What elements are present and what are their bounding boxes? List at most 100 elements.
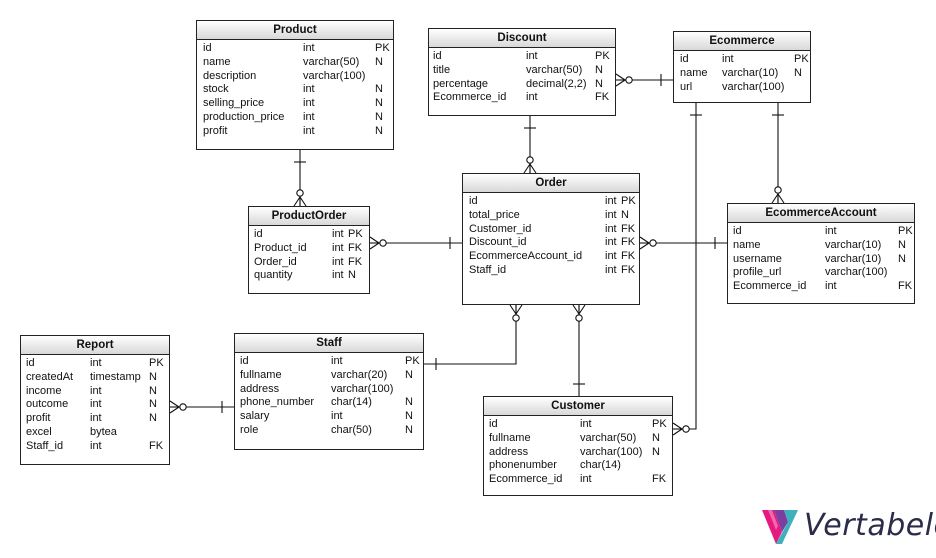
column-name: id (469, 195, 478, 207)
column-type: int (332, 228, 344, 240)
column-flag: N (149, 384, 157, 397)
column-type: int (90, 412, 102, 425)
column-row: id int PK (249, 228, 369, 242)
entity-title: Report (21, 336, 169, 355)
column-name: username (733, 252, 782, 265)
column-name: id (489, 418, 498, 430)
column-name: id (254, 228, 263, 240)
column-type: varchar(50) (526, 63, 583, 76)
column-flag: N (405, 423, 413, 436)
column-flag: PK (652, 418, 667, 430)
column-flag: N (621, 208, 629, 221)
column-type: int (605, 236, 617, 249)
column-row: phonenumber char(14) (484, 459, 672, 473)
entity-title: Ecommerce (674, 32, 810, 51)
column-type: bytea (90, 425, 117, 438)
column-name: income (26, 384, 62, 397)
column-name: id (203, 42, 212, 54)
column-flag: N (149, 398, 157, 411)
column-flag: N (898, 238, 906, 251)
column-row: Discount_id int FK (463, 236, 639, 250)
column-name: role (240, 423, 259, 436)
column-flag: N (595, 77, 603, 90)
column-flag: PK (348, 228, 363, 240)
column-flag: N (405, 368, 413, 381)
column-name: EcommerceAccount_id (469, 250, 583, 263)
column-type: int (303, 110, 315, 123)
column-name: name (203, 55, 231, 68)
entity-title: ProductOrder (249, 207, 369, 226)
entity-title: Order (463, 174, 639, 193)
column-flag: FK (595, 91, 610, 104)
column-name: id (26, 357, 35, 369)
column-flag: FK (621, 250, 636, 263)
column-flag: N (375, 97, 383, 110)
column-type: int (580, 473, 592, 486)
column-flag: N (348, 269, 356, 282)
column-flag: PK (595, 50, 610, 62)
column-flag: PK (898, 225, 913, 237)
column-type: varchar(100) (331, 382, 394, 395)
column-flag: PK (621, 195, 636, 207)
column-name: phonenumber (489, 459, 557, 472)
column-flag: FK (621, 236, 636, 249)
column-name: description (203, 69, 257, 82)
column-name: title (433, 63, 451, 76)
column-flag: N (375, 110, 383, 123)
column-name: outcome (26, 398, 69, 411)
column-flag: N (898, 252, 906, 265)
column-row: outcome int N (21, 398, 169, 412)
column-flag: FK (348, 241, 363, 254)
column-flag: N (652, 445, 660, 458)
column-type: int (332, 269, 344, 282)
column-name: name (680, 66, 708, 79)
column-name: stock (203, 83, 229, 96)
column-name: id (240, 355, 249, 367)
column-type: int (90, 398, 102, 411)
column-type: char(14) (580, 459, 621, 472)
column-name: Staff_id (26, 439, 64, 452)
column-name: production_price (203, 110, 285, 123)
column-type: decimal(2,2) (526, 77, 587, 90)
column-name: profit (26, 412, 51, 425)
column-name: Discount_id (469, 236, 527, 249)
column-flag: N (405, 396, 413, 409)
column-type: int (303, 97, 315, 110)
column-type: varchar(100) (722, 80, 785, 93)
column-type: varchar(50) (303, 55, 360, 68)
column-flag: PK (375, 42, 390, 54)
column-name: Order_id (254, 255, 297, 268)
column-name: Staff_id (469, 263, 507, 276)
column-name: excel (26, 425, 52, 438)
column-name: fullname (240, 368, 282, 381)
